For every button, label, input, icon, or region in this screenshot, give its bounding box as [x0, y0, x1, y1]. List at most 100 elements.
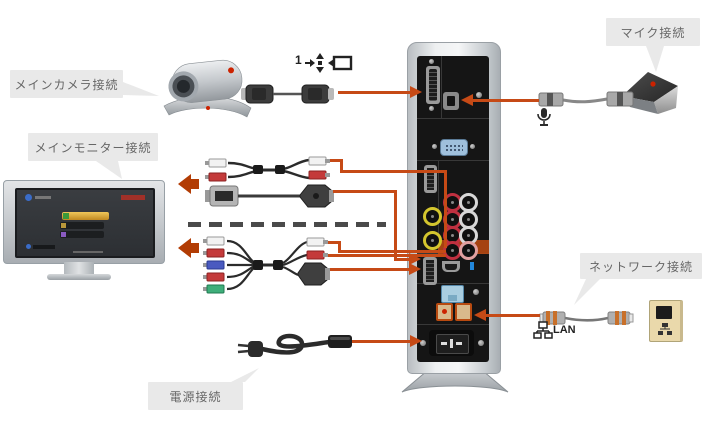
mic-pod-top [622, 72, 678, 102]
menu-item-2 [60, 222, 104, 229]
dvi-cable-top [205, 184, 334, 208]
monitor-callout-pointer [96, 161, 122, 179]
mic-callout-label: マイク接続 [620, 25, 686, 40]
dvi-line-top [394, 258, 410, 261]
screw [470, 144, 475, 149]
monitor-arrow-bottom [178, 238, 199, 259]
audio-cable-top [205, 156, 330, 182]
dvi-line-bottom [330, 268, 410, 271]
power-callout-label: 電源接続 [169, 389, 222, 404]
network-callout-pointer [574, 279, 600, 305]
power-connection-line [352, 340, 410, 343]
wall-jack-icon [658, 323, 672, 335]
main-monitor [3, 180, 165, 264]
wall-jack-port [656, 306, 672, 319]
monitor-callout: メインモニター接続 [28, 133, 158, 161]
screw [429, 106, 434, 111]
dvi-line-vertical [394, 190, 397, 261]
main-camera [163, 59, 252, 118]
monitor-arrow-top [178, 174, 199, 195]
power-callout: 電源接続 [148, 382, 243, 410]
mic-arrowhead [461, 94, 473, 106]
network-arrowhead [474, 309, 486, 321]
screen-footer-bar [33, 245, 55, 249]
dvi-arrowhead-2 [409, 263, 421, 275]
menu-item-3 [60, 231, 104, 238]
audio-line-bottom [338, 250, 446, 253]
network-callout-label: ネットワーク接続 [588, 259, 693, 274]
hdmi-port [442, 261, 460, 272]
screw [429, 59, 434, 64]
mic-pod-led [650, 81, 656, 87]
camera-callout-label: メインカメラ接続 [14, 77, 119, 92]
screw [473, 289, 479, 295]
svideo-port [423, 207, 442, 226]
audio-line-top [340, 170, 447, 173]
component-cable-bottom [203, 236, 330, 294]
camera-led [228, 67, 235, 74]
serial-port [440, 139, 468, 156]
power-callout-pointer [231, 368, 259, 382]
camera-connection-line [338, 91, 410, 94]
camera-base-led [206, 106, 210, 110]
status-led [470, 262, 474, 270]
monitor-callout-label: メインモニター接続 [34, 140, 152, 155]
monitor-screen [15, 188, 155, 258]
camera-head [168, 59, 243, 103]
camera-pantilt-icon [305, 53, 353, 73]
menu-item-highlighted [62, 212, 109, 220]
monitor-stand [64, 262, 94, 275]
audio-line-bottom [328, 241, 340, 244]
screen-status-bar [121, 195, 145, 200]
microphone-cable [538, 91, 634, 107]
svideo-port [423, 231, 442, 250]
screw [420, 340, 426, 346]
camera-callout: メインカメラ接続 [10, 70, 123, 98]
menu-icon-purple [61, 232, 66, 237]
rca-jack-highlighted [459, 241, 478, 260]
power-cable [237, 333, 352, 357]
lan-port-2 [455, 303, 472, 321]
hdci-camera-port [426, 66, 440, 104]
screen-footer-icon [26, 244, 31, 249]
monitor-base [47, 274, 111, 280]
lan-label: LAN [553, 324, 576, 336]
screw [476, 92, 482, 98]
screen-title-text [35, 196, 51, 199]
mic-callout-pointer [646, 46, 664, 72]
screw [478, 340, 484, 346]
dvi-line-top [333, 190, 397, 193]
audio-line-top [340, 159, 343, 173]
audio-line-bottom-red [328, 254, 446, 257]
camera-arrowhead [410, 86, 422, 98]
mic-input-port [443, 92, 459, 110]
camera-input-number: 1 [295, 53, 302, 67]
dvi-monitor-out-port [423, 257, 437, 285]
screen-caption [73, 251, 103, 253]
menu-icon-green [63, 213, 69, 219]
microphone-pod [622, 72, 678, 114]
power-arrowhead [410, 335, 422, 347]
or-divider-dashed-line [188, 222, 386, 227]
screen-globe-icon [25, 194, 32, 201]
audio-line-vertical [444, 170, 447, 248]
wall-jack [649, 300, 683, 342]
audio-line-bottom [338, 241, 341, 253]
lan-network-icon [533, 321, 553, 339]
mic-pod-front [654, 86, 678, 114]
camera-cable [241, 84, 334, 104]
audio-line-top [330, 159, 342, 162]
codec-stand [401, 359, 509, 393]
mic-callout: マイク接続 [606, 18, 700, 46]
network-cable [539, 311, 634, 325]
power-inlet [429, 330, 474, 356]
network-connection-line [484, 314, 540, 317]
camera-callout-pointer [123, 82, 159, 96]
network-callout: ネットワーク接続 [580, 253, 702, 279]
rj45-port-blue [441, 285, 464, 303]
microphone-icon [537, 108, 551, 126]
screw [432, 144, 437, 149]
menu-icon-yellow [61, 223, 66, 228]
lan-port-1 [436, 303, 453, 321]
